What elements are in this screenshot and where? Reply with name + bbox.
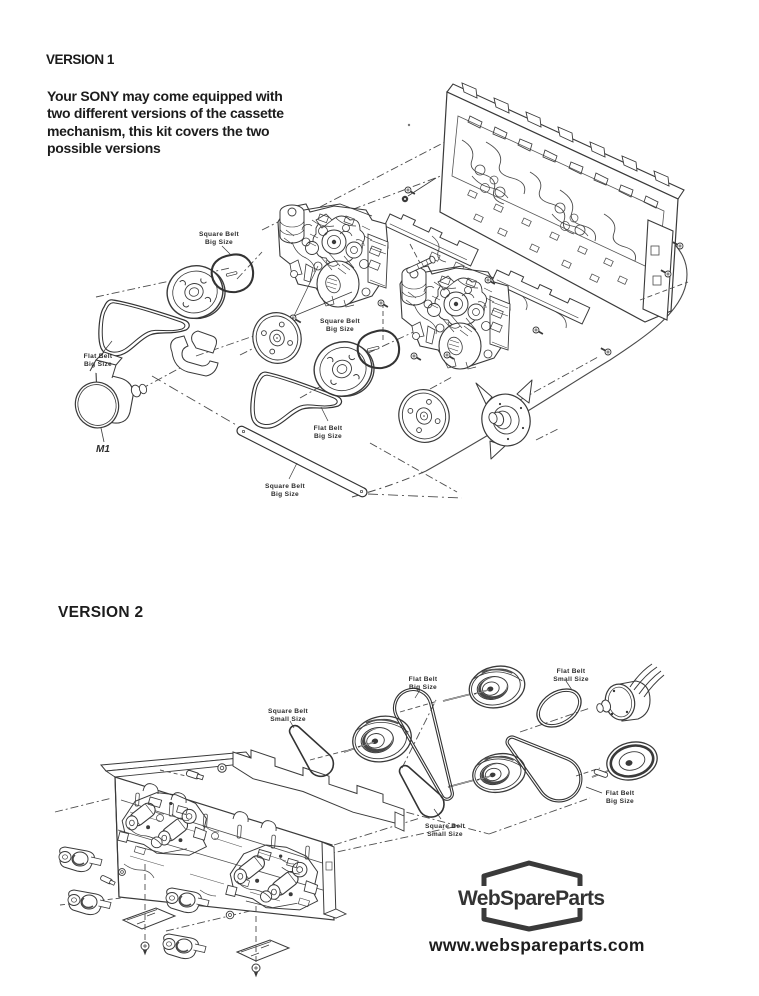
svg-text:Flat Belt: Flat Belt (606, 790, 635, 797)
svg-text:Big Size: Big Size (205, 239, 233, 246)
svg-text:Square Belt: Square Belt (199, 231, 239, 238)
svg-text:Big Size: Big Size (606, 798, 634, 805)
svg-text:Small Size: Small Size (427, 831, 463, 838)
svg-text:Big Size: Big Size (271, 491, 299, 498)
svg-text:Square Belt: Square Belt (265, 483, 305, 490)
svg-text:Small Size: Small Size (270, 716, 306, 723)
svg-text:Big Size: Big Size (84, 361, 112, 368)
svg-text:Flat Belt: Flat Belt (557, 668, 586, 675)
svg-text:Flat Belt: Flat Belt (409, 676, 438, 683)
svg-text:Square Belt: Square Belt (425, 823, 465, 830)
svg-text:M1: M1 (96, 444, 110, 455)
svg-text:Square Belt: Square Belt (320, 318, 360, 325)
svg-text:Big Size: Big Size (409, 684, 437, 691)
svg-text:Big Size: Big Size (326, 326, 354, 333)
svg-text:WebSpareParts: WebSpareParts (458, 887, 605, 910)
svg-text:Flat Belt: Flat Belt (84, 353, 113, 360)
svg-text:Flat Belt: Flat Belt (314, 425, 343, 432)
svg-text:Square Belt: Square Belt (268, 708, 308, 715)
svg-text:Small Size: Small Size (553, 676, 589, 683)
svg-text:Big Size: Big Size (314, 433, 342, 440)
